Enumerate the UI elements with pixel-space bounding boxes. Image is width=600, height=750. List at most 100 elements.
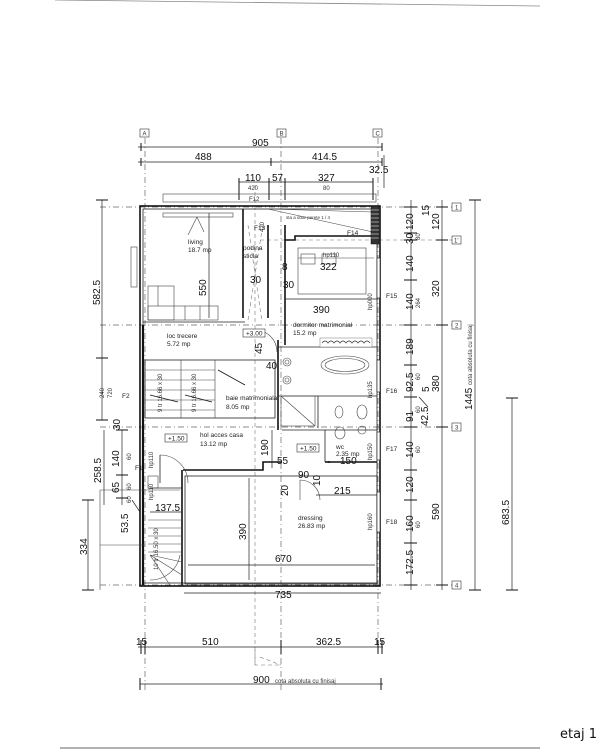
svg-text:60: 60 [416, 373, 422, 380]
svg-text:80: 80 [323, 186, 330, 192]
svg-text:hp000: hp000 [368, 293, 374, 310]
svg-text:390: 390 [238, 523, 249, 540]
interior-stairs: 9 tr 16.66 x 30 9 tr 16.66 x 30 10 tr 16… [145, 369, 246, 570]
svg-text:60: 60 [416, 406, 422, 413]
svg-text:sticla: sticla [243, 253, 258, 260]
svg-text:baie matrimoniala: baie matrimoniala [226, 395, 278, 402]
svg-text:hp110: hp110 [149, 483, 155, 500]
svg-text:190: 190 [260, 439, 271, 456]
svg-text:40: 40 [266, 361, 278, 372]
svg-text:loc trecere: loc trecere [167, 333, 198, 340]
svg-text:189: 189 [405, 338, 416, 355]
svg-text:91: 91 [405, 410, 416, 422]
svg-text:hp150: hp150 [368, 443, 374, 460]
svg-text:dressing: dressing [298, 515, 323, 522]
svg-text:hp110: hp110 [149, 451, 155, 468]
svg-text:137.5: 137.5 [155, 503, 180, 514]
svg-text:735: 735 [275, 590, 292, 601]
svg-text:53.5: 53.5 [120, 513, 131, 533]
svg-text:905: 905 [252, 138, 269, 149]
svg-text:20: 20 [280, 484, 291, 496]
svg-text:A: A [143, 132, 147, 138]
svg-text:2: 2 [455, 324, 459, 330]
svg-text:5: 5 [421, 386, 432, 392]
svg-text:F2: F2 [122, 393, 130, 400]
svg-text:582.5: 582.5 [92, 280, 103, 305]
furniture [147, 212, 374, 440]
svg-text:80: 80 [416, 233, 422, 240]
svg-text:hp110: hp110 [323, 253, 340, 259]
bottom-dimensions: 15 510 362.5 15 900 cota absoluta cu fin… [136, 637, 386, 690]
room-labels: living 18.7 mp podina sticla dormitor ma… [167, 239, 360, 530]
left-dimensions: 582.5 240 720 F2 30 258.5 140 65 60 60 6… [79, 199, 145, 591]
svg-text:60: 60 [127, 496, 133, 503]
room-living-area: 18.7 mp [188, 247, 212, 254]
svg-text:8.05 mp: 8.05 mp [226, 404, 250, 411]
svg-text:26.83 mp: 26.83 mp [298, 523, 325, 530]
svg-text:215: 215 [334, 486, 351, 497]
svg-text:92.5: 92.5 [405, 372, 416, 392]
svg-text:550: 550 [198, 279, 209, 296]
svg-text:32.5: 32.5 [369, 165, 389, 176]
svg-text:60: 60 [127, 453, 133, 460]
svg-text:15: 15 [374, 637, 386, 648]
svg-text:362.5: 362.5 [316, 637, 341, 648]
sill-height-tags: hp110 hp000 hp135 hp150 hp160 hp110 hp11… [149, 253, 374, 530]
svg-text:414.5: 414.5 [312, 152, 337, 163]
sheet-label: etaj 1 [560, 727, 598, 742]
level-tags: +3.00 +1.50 +1.50 [164, 328, 320, 453]
svg-text:F17: F17 [386, 446, 398, 453]
top-dimensions: 905 488 414.5 32.5 110 57 327 420 80 F12 [138, 138, 389, 203]
svg-text:+3.00: +3.00 [246, 331, 263, 338]
svg-text:60: 60 [416, 521, 422, 528]
svg-text:5.72 mp: 5.72 mp [167, 341, 191, 348]
svg-text:140: 140 [405, 255, 416, 272]
svg-text:13.12 mp: 13.12 mp [200, 441, 227, 448]
svg-text:sta a doar perete 1 / 4: sta a doar perete 1 / 4 [286, 215, 331, 220]
svg-text:60: 60 [416, 446, 422, 453]
svg-text:264: 264 [416, 297, 422, 308]
svg-text:15: 15 [421, 204, 432, 216]
svg-text:10 tr 16.50 x 30: 10 tr 16.50 x 30 [154, 528, 160, 570]
svg-text:900: 900 [253, 675, 270, 686]
svg-text:podina: podina [243, 245, 263, 252]
svg-text:172.5: 172.5 [405, 550, 416, 575]
svg-text:120: 120 [405, 213, 416, 230]
svg-text:42.5: 42.5 [420, 406, 431, 426]
svg-text:60: 60 [127, 483, 133, 490]
svg-text:322: 322 [320, 262, 337, 273]
svg-text:150: 150 [340, 456, 357, 467]
svg-text:670: 670 [275, 554, 292, 565]
svg-text:9 tr 16.66 x 30: 9 tr 16.66 x 30 [192, 373, 198, 412]
svg-text:hp135: hp135 [368, 381, 374, 398]
svg-text:420: 420 [260, 221, 266, 232]
svg-text:F13: F13 [254, 225, 266, 232]
room-living-name: living [188, 239, 203, 246]
door-swings [254, 329, 321, 501]
svg-text:110: 110 [245, 173, 261, 184]
svg-text:327: 327 [318, 173, 335, 184]
svg-text:10: 10 [312, 474, 323, 486]
svg-text:320: 320 [431, 280, 442, 297]
svg-text:F12: F12 [249, 197, 260, 203]
svg-text:140: 140 [111, 450, 122, 467]
svg-text:1445: 1445 [464, 387, 475, 410]
svg-text:240: 240 [100, 387, 106, 398]
svg-text:hp160: hp160 [368, 513, 374, 530]
svg-text:140: 140 [405, 441, 416, 458]
svg-text:B: B [280, 132, 284, 138]
svg-text:120: 120 [431, 213, 442, 230]
svg-text:510: 510 [202, 637, 219, 648]
svg-text:F1: F1 [135, 465, 143, 472]
svg-text:488: 488 [195, 152, 212, 163]
svg-text:90: 90 [298, 470, 310, 481]
right-dimensions: 120 30 140 140 189 92.5 91 140 120 160 1… [376, 199, 518, 591]
svg-text:120: 120 [405, 476, 416, 493]
svg-text:57: 57 [272, 173, 284, 184]
svg-text:cota absoluta cu finisaj: cota absoluta cu finisaj [468, 324, 474, 385]
svg-text:1': 1' [454, 239, 458, 245]
svg-text:F16: F16 [386, 388, 398, 395]
svg-text:dormitor matrimonial: dormitor matrimonial [293, 322, 353, 329]
svg-text:65: 65 [111, 481, 122, 493]
